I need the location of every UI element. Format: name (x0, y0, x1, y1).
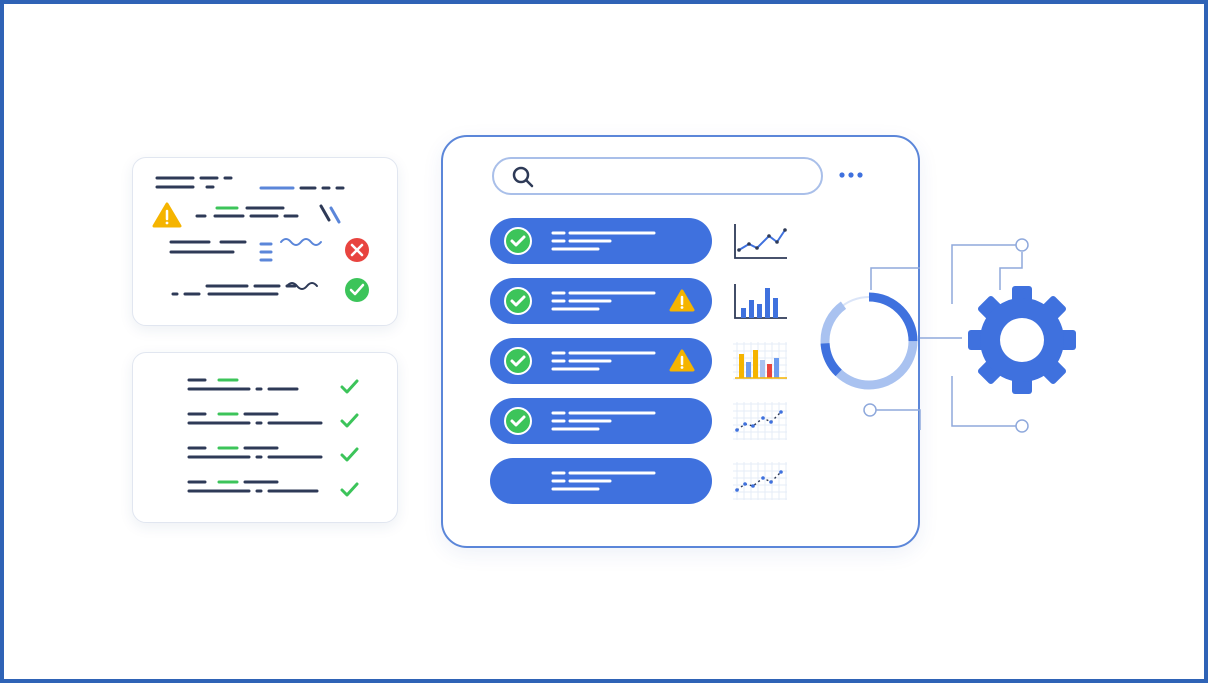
mini-line-chart (734, 224, 787, 259)
warning-triangle-icon (669, 349, 695, 372)
mini-bar-chart (734, 284, 787, 319)
checklist-illustration (187, 378, 359, 497)
check-circle-icon (504, 227, 532, 255)
check-circle-icon (504, 287, 532, 315)
status-row[interactable] (490, 338, 712, 384)
status-row[interactable] (490, 458, 712, 504)
check-icon (340, 482, 359, 497)
code-review-panel (132, 157, 398, 326)
row-text-placeholder (551, 471, 656, 491)
search-input[interactable] (492, 157, 823, 195)
row-text-placeholder (551, 291, 656, 311)
error-circle-icon (345, 238, 369, 262)
mini-scatter-line-chart (733, 402, 787, 440)
checklist-panel (132, 352, 398, 523)
code-lines-illustration (152, 176, 369, 302)
row-text-placeholder (551, 411, 656, 431)
mini-scatter-line-chart (733, 462, 787, 500)
row-text-placeholder (551, 231, 656, 251)
check-circle-icon (504, 407, 532, 435)
mini-bar-multicolor-chart (733, 342, 787, 380)
search-icon (512, 166, 534, 188)
row-text-placeholder (551, 351, 656, 371)
row-chart (731, 340, 789, 387)
dashboard-window (441, 135, 920, 548)
row-chart (731, 280, 789, 327)
more-dots-icon[interactable] (837, 167, 867, 183)
check-icon (340, 413, 359, 428)
row-chart (731, 460, 789, 507)
warning-triangle-icon (669, 289, 695, 312)
check-icon (340, 447, 359, 462)
status-row[interactable] (490, 398, 712, 444)
warning-triangle-icon (152, 202, 182, 228)
check-icon (340, 379, 359, 394)
row-chart (731, 220, 789, 267)
check-circle-icon (504, 347, 532, 375)
status-row[interactable] (490, 218, 712, 264)
row-chart (731, 400, 789, 447)
status-row[interactable] (490, 278, 712, 324)
check-circle-icon (345, 278, 369, 302)
gear-icon[interactable] (962, 280, 1082, 400)
progress-ring (820, 292, 918, 390)
